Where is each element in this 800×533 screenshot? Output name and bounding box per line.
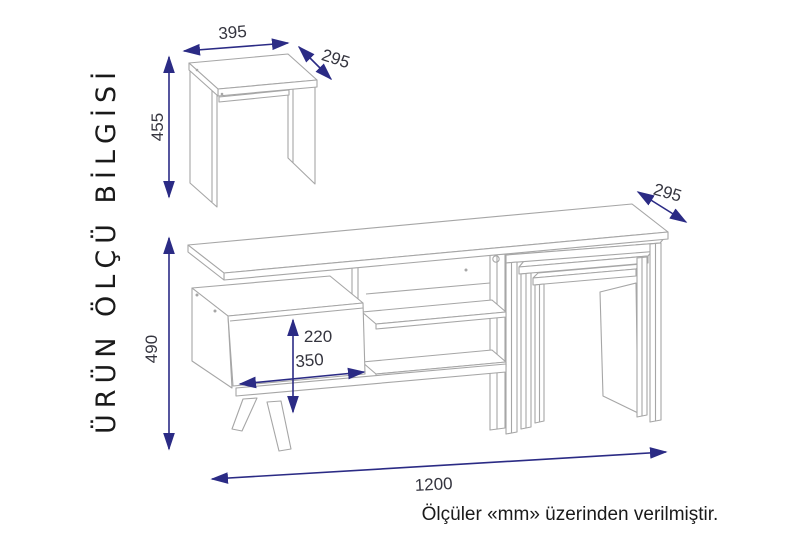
footer-note: Ölçüler «mm» üzerinden verilmiştir. [422, 504, 719, 525]
stool-depth-label: 295 [319, 45, 352, 72]
stool-drawing [188, 53, 318, 208]
cam-hole [492, 255, 500, 263]
leg [231, 397, 258, 432]
tv-depth-label: 295 [651, 180, 684, 206]
tv-depth-arrow [636, 191, 688, 223]
leg [266, 400, 292, 452]
drawer-width-label: 350 [295, 350, 325, 371]
tv-height-label: 490 [142, 335, 161, 363]
stool-dimensions: 395 295 455 [148, 22, 352, 199]
tv-width-arrow [210, 447, 668, 484]
drawer-box [191, 275, 366, 389]
tv-stand-drawing [187, 203, 669, 452]
stool-height-label: 455 [148, 113, 167, 141]
nesting-tables [505, 235, 667, 435]
drawer-height-label: 220 [304, 327, 332, 346]
stool-width-arrow [182, 38, 290, 56]
drawer-width-arrow [238, 367, 366, 389]
page-title: ÜRÜN ÖLÇÜ BİLGİSİ [90, 66, 122, 434]
stool-depth-arrow [297, 45, 333, 81]
top-panel [187, 203, 669, 281]
tv-width-label: 1200 [414, 474, 453, 495]
stool-width-label: 395 [218, 22, 248, 43]
